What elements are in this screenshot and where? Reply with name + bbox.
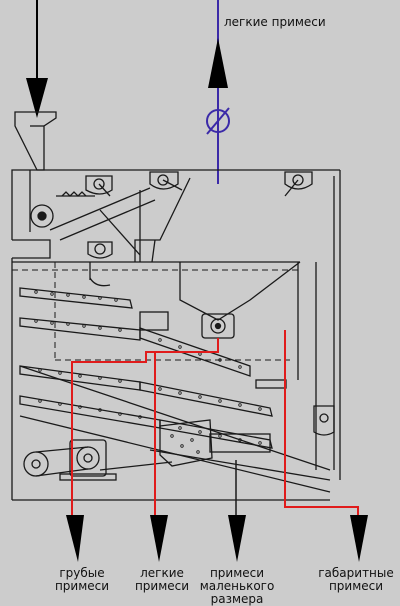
circle-slash-icon	[206, 107, 230, 135]
sieve-holes	[34, 290, 262, 454]
feed-roller	[30, 191, 95, 228]
arrow-down-icon	[150, 515, 168, 562]
fan-unit-3	[284, 171, 313, 197]
fan-unit-2	[149, 171, 183, 191]
intake-hopper	[14, 111, 57, 171]
output-label-line: размера	[210, 592, 264, 606]
hidden-lines	[12, 262, 300, 361]
impurity-flow-lines	[71, 330, 359, 515]
drive-motor	[23, 439, 173, 481]
arrow-down-icon	[228, 515, 246, 562]
fan-unit-1	[85, 175, 113, 197]
output-label-line: грубые	[59, 566, 105, 580]
air-outlet-line	[208, 0, 228, 184]
output-label-coarse: грубые примеси	[52, 567, 112, 593]
sieve-decks	[19, 287, 331, 493]
output-label-line: примеси	[328, 579, 384, 593]
output-label-line: примеси	[209, 566, 265, 580]
fan-unit-4	[87, 241, 113, 259]
output-label-small: примеси маленького размера	[198, 567, 276, 606]
arrow-down-icon	[66, 515, 84, 562]
output-label-light: легкие примеси	[129, 567, 195, 593]
output-label-line: примеси	[134, 579, 190, 593]
fan-unit-right	[313, 405, 335, 436]
output-label-line: легкие	[140, 566, 184, 580]
output-label-line: маленького	[199, 579, 275, 593]
output-label-line: примеси	[54, 579, 110, 593]
grain-input-arrow	[26, 0, 48, 118]
separator-housing	[11, 169, 341, 501]
arrow-down-icon	[350, 515, 368, 562]
center-fan	[201, 313, 235, 339]
output-label-oversized: габаритные примеси	[312, 567, 400, 593]
top-output-label: легкие примеси	[224, 15, 326, 29]
output-label-line: габаритные	[318, 566, 394, 580]
